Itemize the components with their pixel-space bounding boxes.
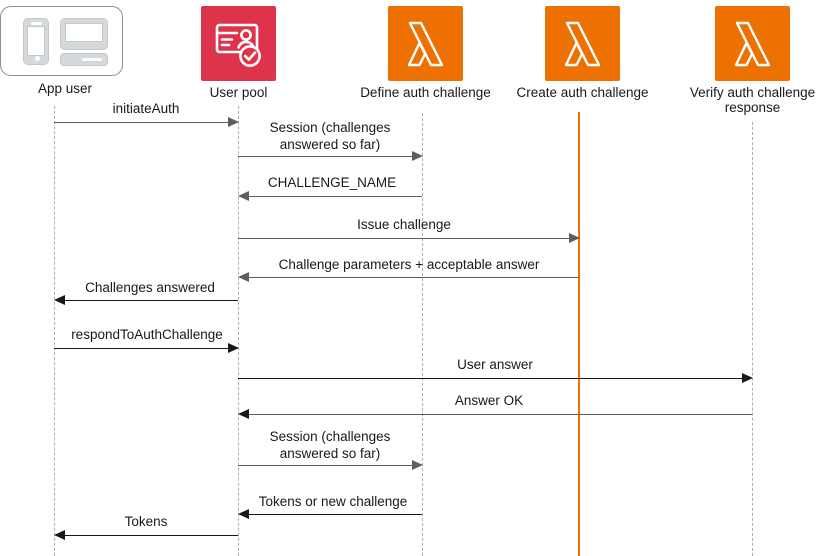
keyboard-icon — [60, 53, 108, 66]
actor-label-create-auth-challenge: Create auth challenge — [516, 85, 649, 100]
actor-app-user[interactable]: App user — [0, 6, 130, 96]
aws-lambda-icon — [388, 6, 463, 81]
device-phone-and-desktop-icon — [0, 6, 130, 76]
aws-lambda-icon — [715, 6, 790, 81]
message-label-session-1: Session (challenges answered so far) — [269, 120, 391, 152]
actor-create-auth-challenge[interactable]: Create auth challenge — [509, 6, 656, 100]
actor-label-user-pool: User pool — [209, 85, 268, 100]
message-label-challenges-answered: Challenges answered — [85, 280, 215, 295]
actor-label-define-auth-challenge: Define auth challenge — [360, 85, 491, 100]
message-label-issue-challenge: Issue challenge — [357, 217, 451, 232]
lifeline-app-user — [54, 106, 55, 556]
message-label-tokens-or-new-challenge: Tokens or new challenge — [258, 494, 408, 509]
aws-lambda-icon — [545, 6, 620, 81]
message-label-challenge-parameters: Challenge parameters + acceptable answer — [278, 257, 540, 272]
actor-define-auth-challenge[interactable]: Define auth challenge — [352, 6, 499, 100]
message-label-answer-ok: Answer OK — [454, 393, 524, 408]
user-pool-id-card-icon — [201, 6, 276, 81]
message-label-initiate-auth: initiateAuth — [112, 101, 180, 116]
message-label-challenge-name: CHALLENGE_NAME — [267, 175, 397, 190]
actor-label-app-user: App user — [37, 81, 93, 96]
lifeline-define-auth-challenge — [422, 113, 423, 556]
message-label-tokens: Tokens — [124, 514, 168, 529]
monitor-icon — [60, 18, 108, 50]
lifeline-user-pool — [238, 106, 239, 556]
message-label-user-answer: User answer — [457, 357, 533, 372]
lifeline-verify-auth-challenge-response — [752, 122, 753, 556]
phone-icon — [23, 18, 49, 65]
actor-verify-auth-challenge-response[interactable]: Verify auth challenge response — [679, 6, 826, 115]
actor-user-pool[interactable]: User pool — [170, 6, 307, 100]
actor-label-verify-auth-challenge-response: Verify auth challenge response — [689, 85, 816, 115]
message-label-session-2: Session (challenges answered so far) — [269, 429, 391, 461]
lifeline-create-auth-challenge — [578, 112, 580, 556]
message-label-respond-to-auth-challenge: respondToAuthChallenge — [71, 327, 223, 342]
